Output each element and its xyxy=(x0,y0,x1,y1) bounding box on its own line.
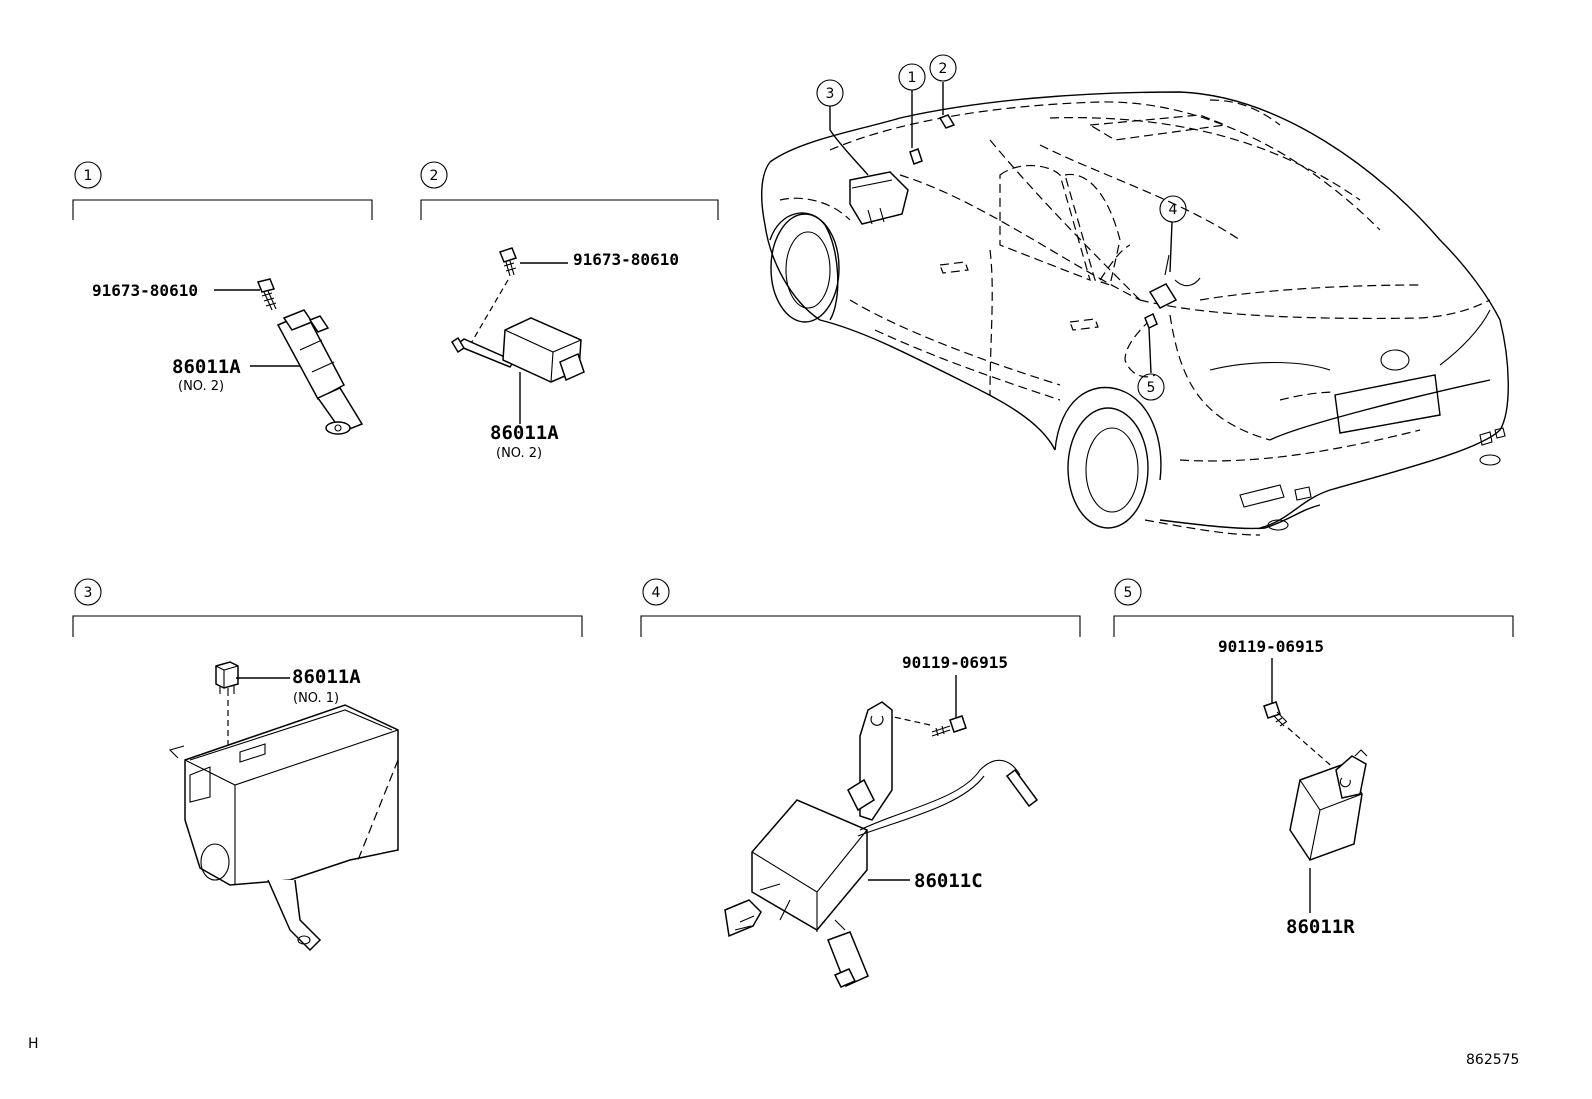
svg-text:1: 1 xyxy=(908,70,917,86)
section-3-callout-text: 3 xyxy=(84,585,93,601)
section-5: 5 90119-06915 86011R xyxy=(1113,578,1514,938)
svg-text:4: 4 xyxy=(1169,202,1178,218)
section-3-callout: 3 xyxy=(74,578,102,606)
vehicle-callout-2: 2 xyxy=(929,54,957,82)
svg-text:2: 2 xyxy=(939,61,948,77)
part-note-s2: (NO. 2) xyxy=(496,446,542,461)
part-number-86011a-s1: 86011A xyxy=(172,356,241,378)
section-1-sensor xyxy=(276,309,364,435)
section-2: 2 91673-80610 86011A (NO. 2) xyxy=(420,161,719,461)
section-2-bracket xyxy=(420,199,719,220)
illustration-number: 862575 xyxy=(1466,1052,1520,1068)
section-4-bracket xyxy=(640,615,1081,637)
section-1-bracket xyxy=(72,199,373,220)
vehicle-callout-3: 3 xyxy=(816,79,844,107)
section-4-callout-text: 4 xyxy=(652,585,661,601)
section-4-module xyxy=(724,701,1039,988)
section-5-sensor xyxy=(1289,749,1368,861)
section-4-callout: 4 xyxy=(642,578,670,606)
part-number-90119-06915-s4: 90119-06915 xyxy=(902,653,1008,672)
section-1-callout-text: 1 xyxy=(84,168,93,184)
section-3: 3 86011A (NO. 1) xyxy=(72,578,583,952)
section-2-bolt xyxy=(499,247,517,277)
section-4: 4 90119-06915 86011C xyxy=(640,578,1081,988)
section-5-bolt xyxy=(1263,701,1288,727)
section-5-bracket xyxy=(1113,615,1514,637)
section-4-bolt-path xyxy=(884,714,931,726)
svg-text:3: 3 xyxy=(826,86,835,102)
section-1-callout: 1 xyxy=(74,161,102,189)
section-5-bolt-path xyxy=(1287,727,1337,771)
vehicle-illustration xyxy=(761,82,1509,536)
part-note-s1: (NO. 2) xyxy=(178,379,224,394)
section-3-junction-box xyxy=(168,704,399,952)
part-number-91673-80610-s2: 91673-80610 xyxy=(573,250,679,269)
section-5-callout: 5 xyxy=(1114,578,1142,606)
part-number-91673-80610-s1: 91673-80610 xyxy=(92,281,198,300)
section-4-bolt xyxy=(931,715,967,737)
section-2-bolt-path xyxy=(469,279,509,346)
vehicle-callout-1: 1 xyxy=(898,63,926,91)
section-2-callout-text: 2 xyxy=(430,168,439,184)
svg-text:5: 5 xyxy=(1147,380,1156,396)
part-number-86011r-s5: 86011R xyxy=(1286,916,1355,938)
section-2-callout: 2 xyxy=(420,161,448,189)
section-3-bracket xyxy=(72,615,583,637)
part-number-86011c-s4: 86011C xyxy=(914,870,983,892)
section-3-relay xyxy=(215,661,239,696)
section-1: 1 91673-80610 86011A (NO. 2) xyxy=(72,161,373,435)
vehicle-callout-5: 5 xyxy=(1137,373,1165,401)
part-number-86011a-s3: 86011A xyxy=(292,666,361,688)
section-1-bolt xyxy=(256,278,277,311)
footer-left-mark: H xyxy=(28,1036,39,1052)
section-5-callout-text: 5 xyxy=(1124,585,1133,601)
part-number-90119-06915-s5: 90119-06915 xyxy=(1218,637,1324,656)
part-number-86011a-s2: 86011A xyxy=(490,422,559,444)
part-note-s3: (NO. 1) xyxy=(293,691,339,706)
section-2-sensor xyxy=(450,317,585,383)
vehicle-callout-4: 4 xyxy=(1159,195,1187,223)
